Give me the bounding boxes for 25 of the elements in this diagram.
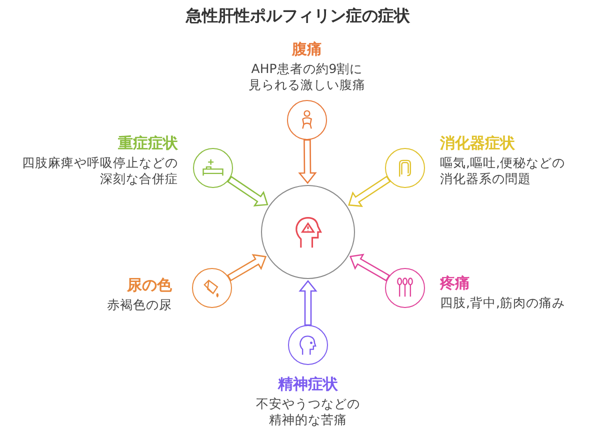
arrow <box>227 176 268 206</box>
arrow <box>226 254 267 282</box>
symptom-description: 不安やうつなどの精神的な苦痛 <box>256 396 360 428</box>
arrow <box>298 139 317 184</box>
icon-circle <box>385 148 425 188</box>
symptom-heading: 尿の色 <box>127 276 172 295</box>
symptom-description: 四肢,背中,筋肉の痛み <box>440 295 565 311</box>
arrow <box>298 280 318 326</box>
symptom-heading: 精神症状 <box>278 375 338 394</box>
arrow <box>350 254 390 282</box>
symptom-description: 四肢麻痺や呼吸停止などの深刻な合併症 <box>22 155 178 187</box>
icon-circle <box>287 100 327 140</box>
symptom-heading: 重症症状 <box>118 134 178 153</box>
symptom-heading: 消化器症状 <box>440 134 515 153</box>
icon-circle <box>192 268 232 308</box>
symptom-heading: 疼痛 <box>440 274 470 293</box>
icon-circle <box>288 325 328 365</box>
symptom-description: 嘔気,嘔吐,便秘などの消化器系の問題 <box>440 155 565 187</box>
symptom-description: AHP患者の約9割に見られる激しい腹痛 <box>248 61 366 93</box>
icon-circle <box>385 268 425 308</box>
symptom-heading: 腹痛 <box>292 40 322 59</box>
diagram-title: 急性肝性ポルフィリン症の症状 <box>186 6 410 27</box>
arrow <box>348 176 391 207</box>
symptom-description: 赤褐色の尿 <box>107 297 172 313</box>
icon-circle <box>193 148 233 188</box>
